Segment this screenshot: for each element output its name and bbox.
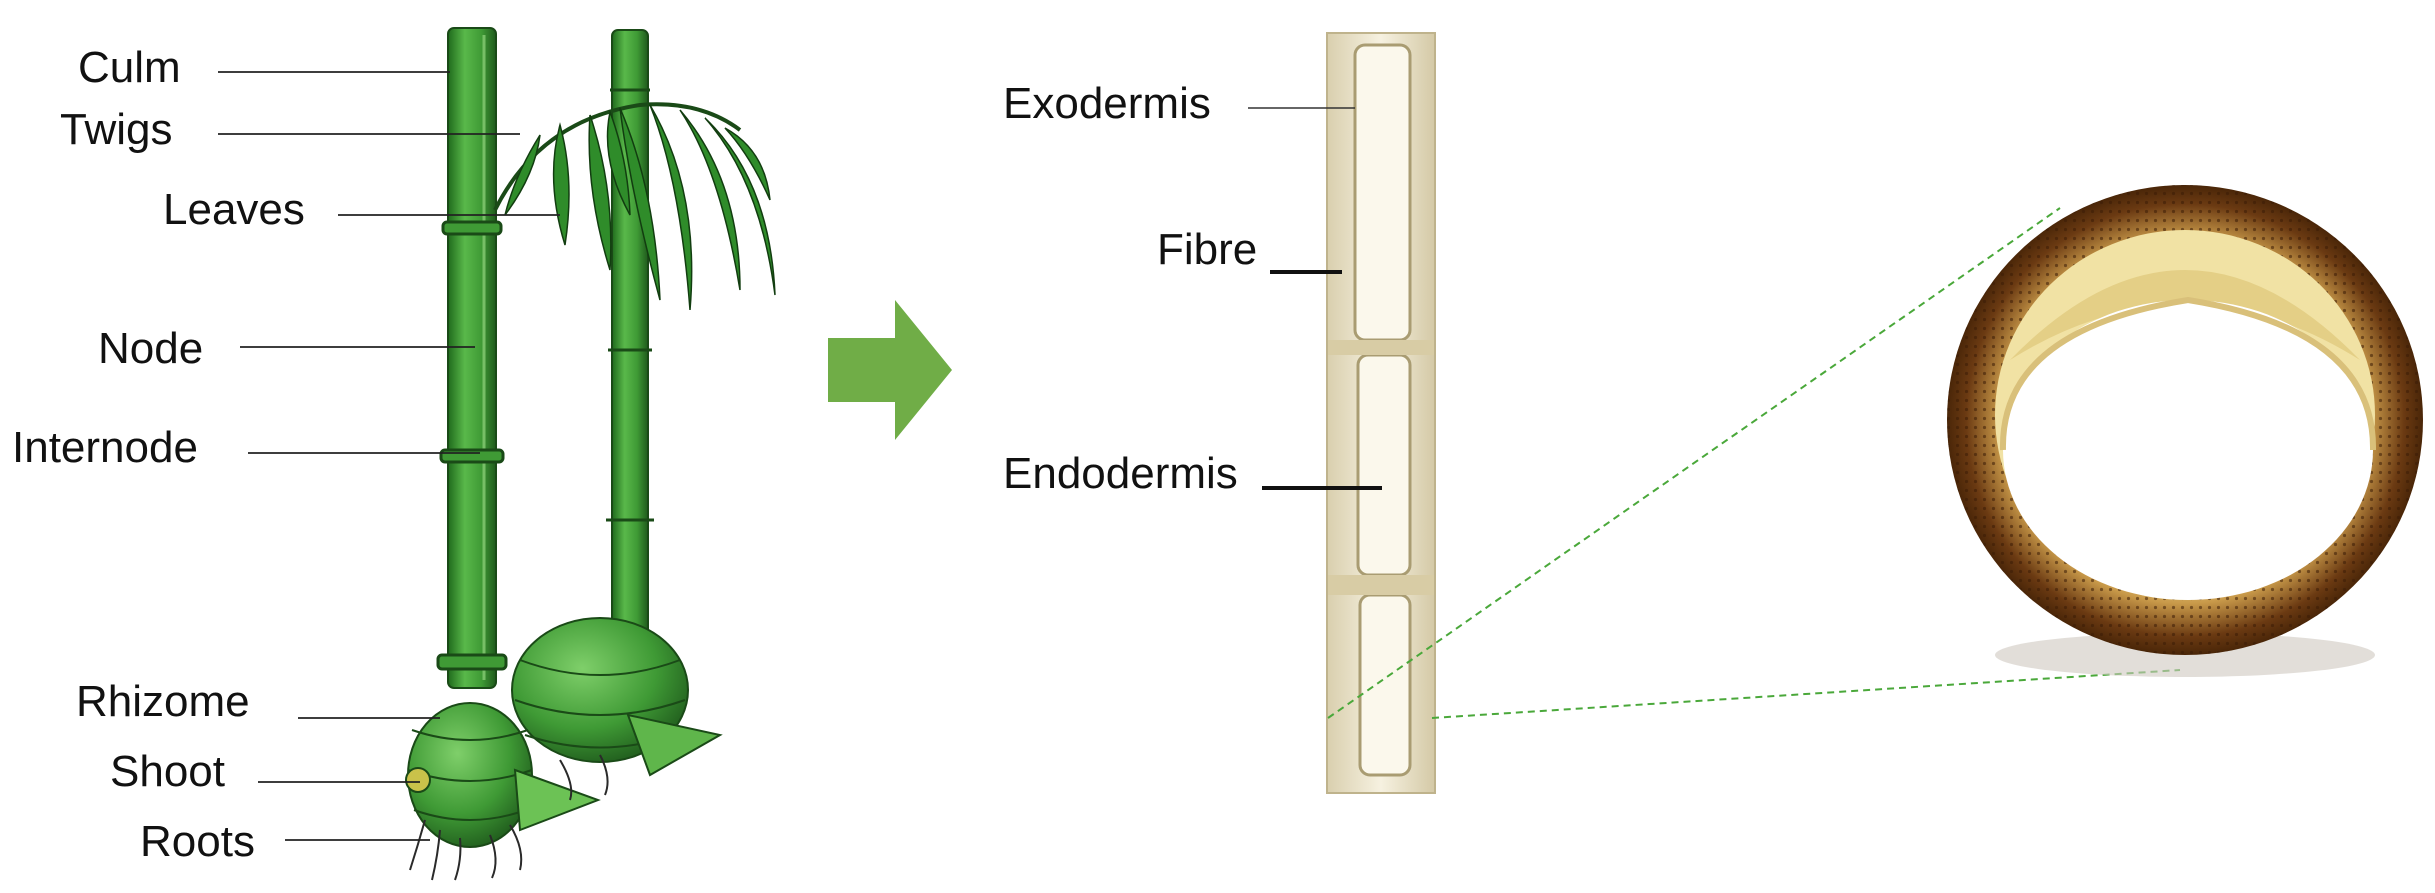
zoom-line-upper (1328, 208, 2060, 718)
label-rhizome: Rhizome (76, 677, 250, 726)
label-exodermis: Exodermis (1003, 79, 1211, 128)
label-endodermis: Endodermis (1003, 449, 1238, 498)
label-twigs: Twigs (60, 105, 172, 154)
label-fibre: Fibre (1157, 225, 1257, 274)
back-culm (612, 30, 648, 650)
label-leaves: Leaves (163, 185, 305, 234)
label-internode: Internode (12, 423, 198, 472)
front-culm (448, 28, 496, 688)
label-roots: Roots (140, 817, 255, 866)
back-shoot (628, 715, 720, 775)
culm-longitudinal-section (1327, 33, 1435, 793)
label-shoot: Shoot (110, 747, 225, 796)
zoom-line-lower (1432, 670, 2180, 718)
front-shoot (515, 770, 598, 830)
bamboo-plant-illustration (406, 28, 775, 880)
shoot-bud (406, 768, 430, 792)
culm-cross-section-ring (1947, 185, 2423, 677)
label-node: Node (98, 324, 203, 373)
right-arrow-icon (828, 300, 952, 440)
label-culm: Culm (78, 43, 181, 92)
